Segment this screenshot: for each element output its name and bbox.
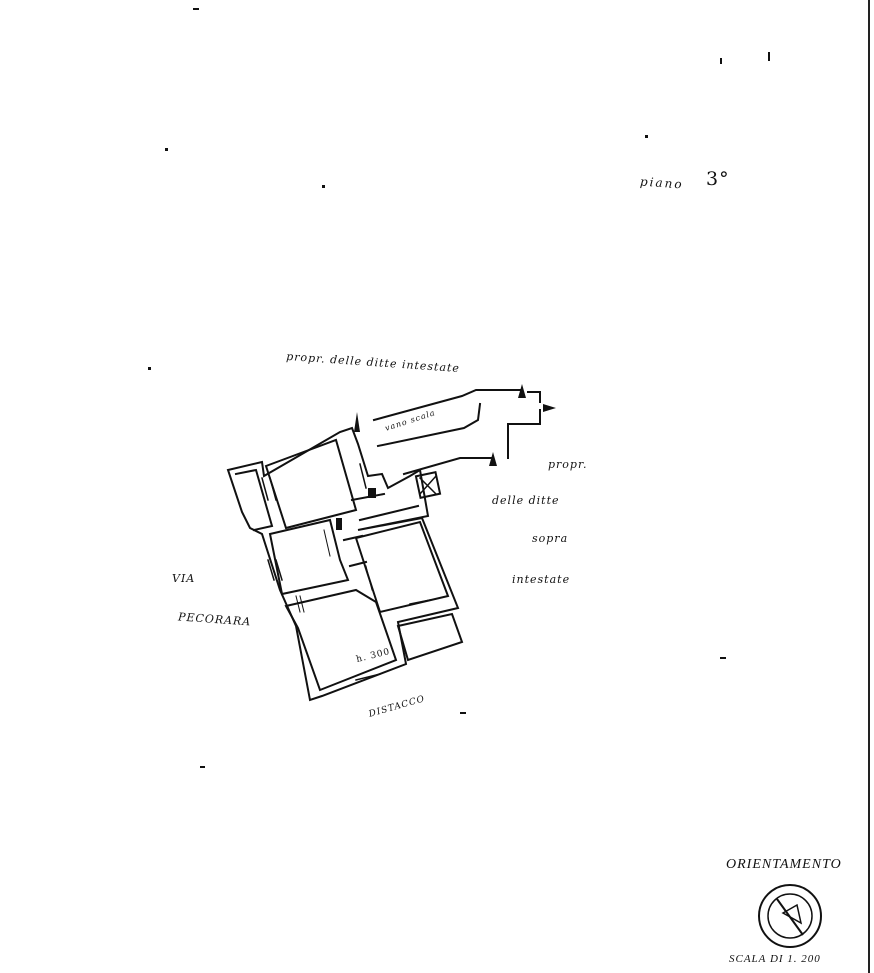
neighbor-right-label-2: delle ditte (492, 494, 560, 507)
floor-number: 3° (706, 168, 730, 190)
speck (165, 148, 168, 151)
speck (193, 8, 199, 10)
speck (768, 52, 770, 61)
orientation-title: ORIENTAMENTO (726, 857, 842, 872)
speck (322, 185, 325, 188)
neighbor-right-label-4: intestate (512, 573, 571, 586)
sheet-border (868, 0, 870, 973)
neighbor-right-label-3: sopra (532, 532, 569, 545)
speck (720, 657, 726, 659)
speck (148, 367, 151, 370)
neighbor-right-label-1: propr. (548, 458, 588, 471)
speck (460, 712, 466, 714)
scale-label: SCALA DI 1. 200 (729, 953, 821, 965)
speck (200, 766, 205, 768)
compass-icon (758, 884, 822, 948)
speck (720, 58, 722, 64)
speck (645, 135, 648, 138)
street-label-via: VIA (172, 572, 196, 585)
